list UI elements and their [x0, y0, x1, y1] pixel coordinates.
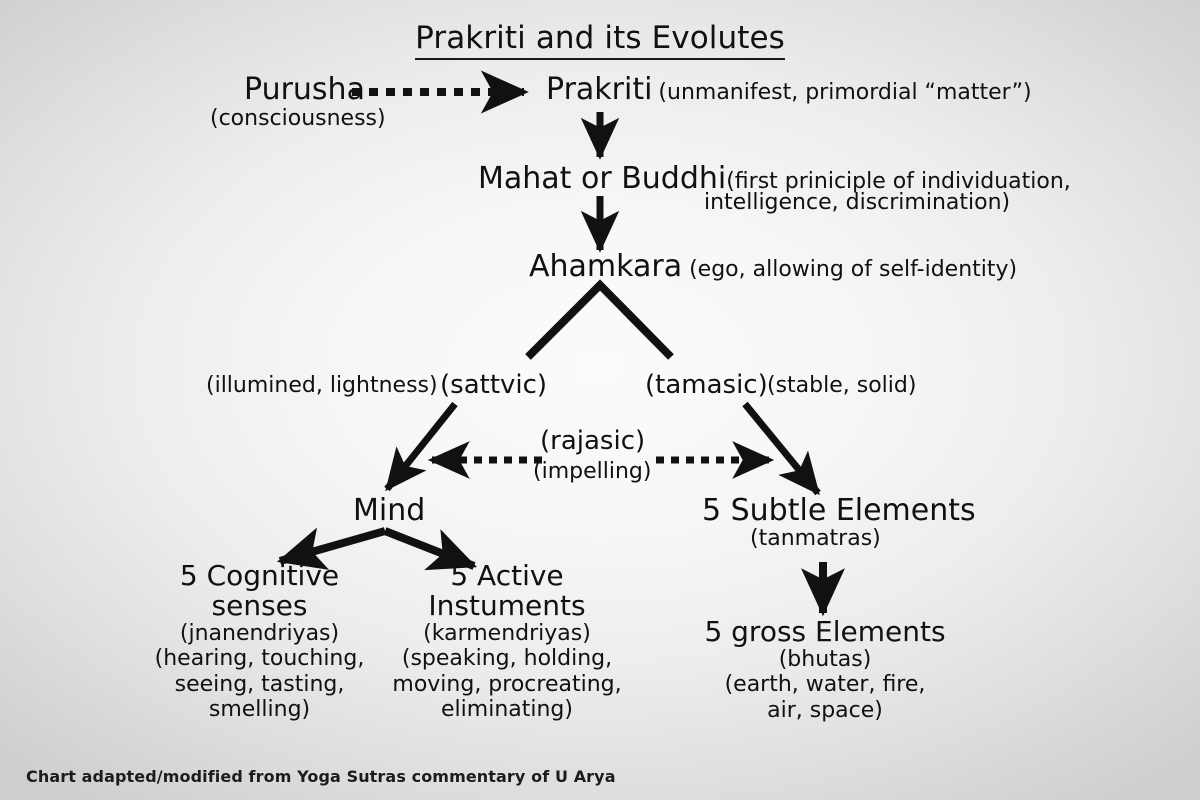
node-gross-elements-sub3: air, space): [767, 697, 883, 723]
node-cognitive-senses-sub3: seeing, tasting,: [174, 671, 345, 697]
node-active-instruments-sub4: eliminating): [441, 697, 573, 723]
connector-mind-to-active-instruments: [383, 527, 477, 571]
node-prakriti-label: Prakriti: [546, 72, 653, 107]
connector-mind-to-cognitive-senses: [276, 527, 387, 570]
node-purusha-sub-label: (consciousness): [210, 106, 386, 131]
node-cognitive-senses-line1: 5 Cognitive: [179, 559, 340, 592]
node-purusha-label: Purusha: [244, 72, 365, 107]
node-purusha: Purusha: [244, 74, 365, 105]
node-gross-elements-sub2: (earth, water, fire,: [724, 672, 926, 698]
node-gross-elements-sub: (bhutas): [778, 646, 872, 672]
node-tamasic: (tamasic): [645, 370, 768, 400]
node-subtle-elements: 5 Subtle Elements: [702, 495, 976, 526]
node-prakriti-sub-label: (unmanifest, primordial “matter”): [658, 80, 1032, 105]
node-active-instruments-sub2: (speaking, holding,: [401, 646, 613, 672]
node-mahat-sub2-label: intelligence, discrimination): [704, 190, 1011, 215]
connector-sattvic-to-mind: [384, 401, 458, 492]
node-active-instruments-sub: (karmendriyas): [423, 620, 591, 646]
node-tamasic-description-label: (stable, solid): [767, 373, 917, 398]
node-ahamkara: Ahamkara(ego, allowing of self-identity): [529, 251, 1017, 282]
node-mind: Mind: [353, 495, 425, 526]
chart-title-text: Prakriti and its Evolutes: [415, 20, 785, 60]
node-mahat-sub2: intelligence, discrimination): [704, 190, 1011, 215]
node-cognitive-senses-sub4: smelling): [208, 697, 311, 723]
node-mahat-sub-label: (first priniciple of individuation,: [726, 169, 1071, 194]
node-rajasic-sub: (impelling): [533, 459, 652, 484]
node-ahamkara-label: Ahamkara: [529, 249, 683, 284]
chart-credit: Chart adapted/modified from Yoga Sutras …: [26, 767, 616, 786]
node-active-instruments-line1: 5 Active: [450, 559, 564, 592]
node-gross-elements-label: 5 gross Elements: [704, 615, 946, 648]
node-mahat-or-buddhi: Mahat or Buddhi(first priniciple of indi…: [478, 163, 1071, 194]
node-active-instruments-sub3: moving, procreating,: [392, 671, 622, 697]
node-mahat-label: Mahat or Buddhi: [478, 161, 727, 196]
connector-ahamkara-split: [525, 279, 674, 360]
node-prakriti: Prakriti(unmanifest, primordial “matter”…: [546, 74, 1032, 105]
node-subtle-elements-label: 5 Subtle Elements: [702, 493, 976, 528]
node-mind-label: Mind: [353, 493, 426, 528]
node-sattvic-description-label: (illumined, lightness): [206, 373, 438, 398]
node-cognitive-senses: 5 Cognitive senses (jnanendriyas) (heari…: [152, 561, 367, 723]
chart-title: Prakriti and its Evolutes: [0, 20, 1200, 60]
node-sattvic-label: (sattvic): [440, 370, 548, 400]
node-gross-elements: 5 gross Elements (bhutas) (earth, water,…: [695, 617, 955, 724]
node-rajasic: (rajasic): [540, 426, 646, 456]
connector-tamasic-to-subtle-elements: [742, 401, 821, 496]
node-cognitive-senses-line2: senses: [211, 588, 308, 622]
node-active-instruments: 5 Active Instuments (karmendriyas) (spea…: [392, 561, 622, 723]
node-ahamkara-sub-label: (ego, allowing of self-identity): [689, 257, 1018, 282]
node-subtle-elements-sub-label: (tanmatras): [750, 526, 881, 551]
node-tamasic-description: (stable, solid): [767, 373, 917, 398]
node-rajasic-label: (rajasic): [540, 426, 646, 456]
node-rajasic-sub-label: (impelling): [533, 459, 652, 484]
node-cognitive-senses-sub: (jnanendriyas): [179, 620, 340, 646]
node-purusha-sub: (consciousness): [210, 106, 386, 131]
node-subtle-elements-sub: (tanmatras): [750, 526, 881, 551]
node-sattvic: (sattvic): [440, 370, 548, 400]
node-active-instruments-line2: Instuments: [428, 588, 586, 622]
node-tamasic-label: (tamasic): [645, 370, 768, 400]
node-sattvic-description: (illumined, lightness): [206, 373, 438, 398]
node-cognitive-senses-sub2: (hearing, touching,: [154, 646, 365, 672]
